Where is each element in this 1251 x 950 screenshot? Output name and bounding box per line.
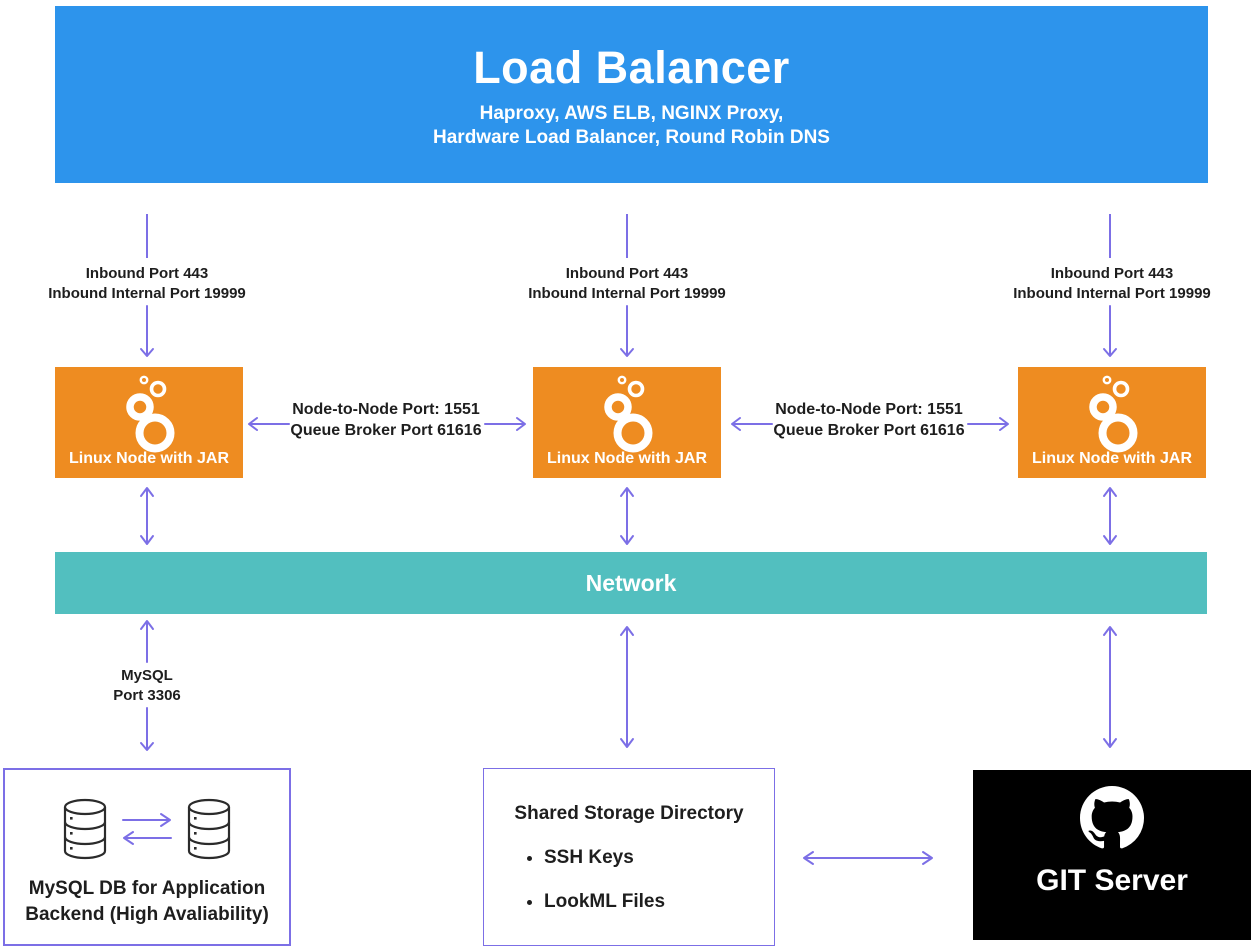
load-balancer-subtitle: Haproxy, AWS ELB, NGINX Proxy, Hardware … (433, 102, 830, 150)
arrow-node1-network (140, 487, 154, 545)
linux-node-box-1: Linux Node with JAR (55, 367, 243, 478)
lb-stub-line-2 (626, 214, 628, 258)
shared-storage-title: Shared Storage Directory (514, 803, 744, 824)
inbound-ports-label-2-line1: Inbound Port 443 (565, 265, 689, 282)
node-link-label-1: Node-to-Node Port: 1551 Queue Broker Por… (290, 399, 482, 441)
database-icon (63, 798, 107, 860)
inbound-ports-label-1-line2: Inbound Internal Port 19999 (48, 285, 246, 302)
github-icon (1080, 786, 1144, 849)
node-link-label-2: Node-to-Node Port: 1551 Queue Broker Por… (773, 399, 965, 441)
node-link-label-1-line2: Queue Broker Port 61616 (290, 422, 482, 439)
linux-node-box-3: Linux Node with JAR (1018, 367, 1206, 478)
shared-storage-box: Shared Storage Directory SSH Keys LookML… (483, 768, 775, 946)
replication-arrows-icon (122, 813, 172, 845)
mysql-port-label-line1: MySQL (121, 667, 173, 684)
mysql-port-label: MySQL Port 3306 (77, 666, 217, 706)
inbound-ports-label-3-line2: Inbound Internal Port 19999 (1013, 285, 1211, 302)
arrow-node2-to-node1 (248, 417, 290, 431)
inbound-ports-label-3-line1: Inbound Port 443 (1050, 265, 1174, 282)
arrow-lb-to-node-3 (1103, 305, 1117, 357)
mysql-db-label-line1: MySQL DB for Application (28, 878, 266, 899)
linux-node-box-2: Linux Node with JAR (533, 367, 721, 478)
lb-stub-line-1 (146, 214, 148, 258)
shared-storage-list: SSH Keys LookML Files (544, 847, 774, 913)
arrow-lb-to-node-1 (140, 305, 154, 357)
inbound-ports-label-2: Inbound Port 443 Inbound Internal Port 1… (507, 264, 747, 304)
node-link-label-1-line1: Node-to-Node Port: 1551 (292, 401, 480, 418)
inbound-ports-label-1-line1: Inbound Port 443 (85, 265, 209, 282)
linux-node-label: Linux Node with JAR (1032, 450, 1192, 467)
inbound-ports-label-1: Inbound Port 443 Inbound Internal Port 1… (27, 264, 267, 304)
inbound-ports-label-2-line2: Inbound Internal Port 19999 (528, 285, 726, 302)
arrow-node1-to-node2 (484, 417, 526, 431)
network-label: Network (585, 569, 677, 596)
arrow-node3-network (1103, 487, 1117, 545)
network-band: Network (55, 552, 1207, 614)
looker-icon (1089, 375, 1138, 453)
arrow-network-git (1103, 626, 1117, 748)
lb-stub-line-3 (1109, 214, 1111, 258)
linux-node-label: Linux Node with JAR (547, 450, 707, 467)
git-server-label: GIT Server (1036, 864, 1188, 897)
load-balancer-subtitle-line2: Hardware Load Balancer, Round Robin DNS (433, 127, 830, 148)
load-balancer-title: Load Balancer (473, 42, 790, 93)
storage-list-item-ssh-keys: SSH Keys (544, 847, 774, 869)
mysql-db-label-line2: Backend (High Avaliability) (25, 904, 269, 925)
node-link-label-2-line2: Queue Broker Port 61616 (773, 422, 965, 439)
looker-icon (126, 375, 175, 453)
inbound-ports-label-3: Inbound Port 443 Inbound Internal Port 1… (992, 264, 1232, 304)
database-replication-icon (61, 798, 233, 860)
node-link-label-2-line1: Node-to-Node Port: 1551 (775, 401, 963, 418)
mysql-db-box: MySQL DB for Application Backend (High A… (3, 768, 291, 946)
load-balancer-subtitle-line1: Haproxy, AWS ELB, NGINX Proxy, (479, 103, 784, 124)
arrow-network-to-mysql (140, 707, 154, 751)
arrow-node2-network (620, 487, 634, 545)
arrow-node3-to-node2 (731, 417, 773, 431)
linux-node-label: Linux Node with JAR (69, 450, 229, 467)
storage-list-item-lookml-files: LookML Files (544, 891, 774, 913)
looker-icon (604, 375, 653, 453)
load-balancer-box: Load Balancer Haproxy, AWS ELB, NGINX Pr… (55, 6, 1208, 183)
git-server-box: GIT Server (973, 770, 1251, 940)
arrow-storage-git (803, 851, 933, 865)
arrow-network-storage (620, 626, 634, 748)
arrow-lb-to-node-2 (620, 305, 634, 357)
mysql-db-label: MySQL DB for Application Backend (High A… (25, 876, 269, 928)
arrow-mysql-to-network (140, 620, 154, 663)
arrow-node2-to-node3 (967, 417, 1009, 431)
mysql-port-label-line2: Port 3306 (113, 687, 181, 704)
database-icon (187, 798, 231, 860)
